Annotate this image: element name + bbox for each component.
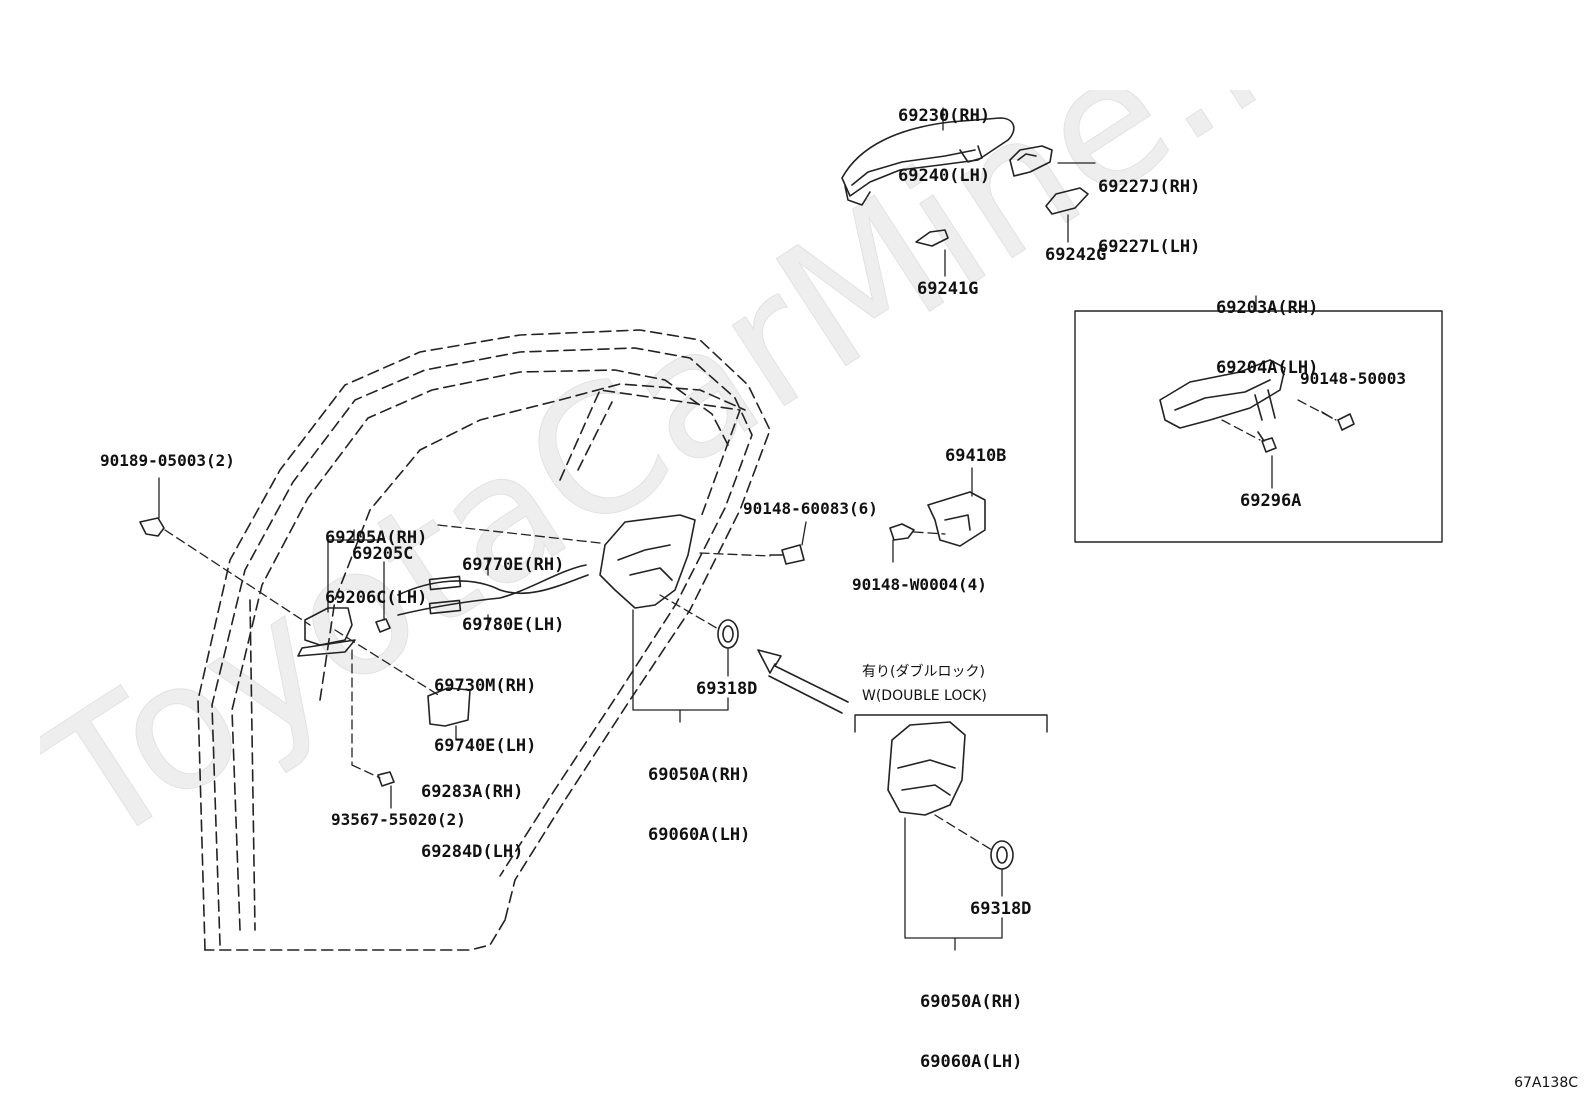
label-lock-assy-b-lh: 69060A(LH) bbox=[920, 1052, 1023, 1072]
cables-drawing bbox=[397, 564, 589, 616]
clip-90189-drawing bbox=[139, 517, 165, 537]
label-bolt-w0004: 90148-W0004(4) bbox=[852, 575, 987, 594]
label-cable-lower-rh: 69730M(RH) bbox=[434, 676, 537, 696]
bolt-w0004-drawing bbox=[889, 523, 915, 541]
striker-drawing bbox=[927, 491, 986, 547]
label-inner-handle-rh: 69205A(RH) bbox=[325, 528, 428, 548]
inner-handle-drawing bbox=[297, 607, 356, 657]
label-lock-assy-b: 69050A(RH) 69060A(LH) bbox=[920, 952, 1022, 1112]
label-bolt-60083: 90148-60083(6) bbox=[743, 499, 878, 518]
label-handle-cap-lh: 69227L(LH) bbox=[1098, 237, 1201, 257]
double-lock-bracket bbox=[854, 714, 1048, 733]
leaders bbox=[158, 107, 1273, 951]
label-inner-handle: 69205A(RH) 69206C(LH) bbox=[325, 488, 427, 648]
label-double-lock-jp: 有り(ダブルロック) bbox=[862, 664, 985, 680]
label-handle-cap: 69227J(RH) 69227L(LH) bbox=[1098, 137, 1200, 297]
label-pad-69242: 69242G bbox=[1045, 245, 1107, 265]
frame-assy-drawing bbox=[1159, 359, 1286, 429]
arrow-drawing bbox=[757, 649, 849, 714]
label-lock-assy-b-rh: 69050A(RH) bbox=[920, 992, 1023, 1012]
diagram-code: 67A138C bbox=[1514, 1075, 1578, 1091]
label-inner-handle-screw: 69205C bbox=[352, 544, 414, 564]
label-screw-50003: 90148-50003 bbox=[1300, 369, 1406, 388]
assembly-lines bbox=[164, 399, 1337, 851]
label-cable-lower-lh: 69740E(LH) bbox=[434, 736, 537, 756]
label-frame-assy-lh: 69204A(LH) bbox=[1216, 358, 1319, 378]
outer-handle-drawing bbox=[841, 117, 1015, 206]
label-screw-93567: 93567-55020(2) bbox=[331, 810, 466, 829]
label-bezel: 69283A(RH) 69284D(LH) bbox=[421, 742, 523, 902]
label-clip-90189: 90189-05003(2) bbox=[100, 451, 235, 470]
frame-assy-box bbox=[1074, 310, 1443, 543]
bolt-60083-drawing bbox=[769, 544, 805, 565]
label-cable-lower: 69730M(RH) 69740E(LH) bbox=[434, 636, 536, 796]
label-bezel-lh: 69284D(LH) bbox=[421, 842, 524, 862]
label-cable-upper-lh: 69780E(LH) bbox=[462, 615, 565, 635]
label-lock-assy-a-lh: 69060A(LH) bbox=[648, 825, 751, 845]
lock-assy-a-drawing bbox=[599, 514, 696, 609]
label-outer-handle: 69230(RH) 69240(LH) bbox=[898, 66, 990, 226]
pad-69242-drawing bbox=[1045, 187, 1089, 215]
label-frame-assy-rh: 69203A(RH) bbox=[1216, 298, 1319, 318]
label-lock-assy-a: 69050A(RH) 69060A(LH) bbox=[648, 725, 750, 885]
label-double-lock-en: W(DOUBLE LOCK) bbox=[862, 688, 987, 704]
label-inner-handle-lh: 69206C(LH) bbox=[325, 588, 428, 608]
door-outline bbox=[197, 329, 771, 951]
screw-69296-drawing bbox=[1257, 431, 1277, 453]
grommet-a-drawing bbox=[717, 619, 739, 649]
label-outer-handle-lh: 69240(LH) bbox=[898, 166, 991, 186]
handle-cap-drawing bbox=[1009, 145, 1053, 177]
label-frame-assy: 69203A(RH) 69204A(LH) bbox=[1216, 258, 1318, 418]
label-outer-handle-rh: 69230(RH) bbox=[898, 106, 991, 126]
pad-69241-drawing bbox=[915, 229, 949, 247]
label-lock-assy-a-rh: 69050A(RH) bbox=[648, 765, 751, 785]
label-cable-upper-rh: 69770E(RH) bbox=[462, 555, 565, 575]
screw-69205c-drawing bbox=[375, 618, 391, 633]
label-cable-upper: 69770E(RH) 69780E(LH) bbox=[462, 515, 564, 675]
label-grommet-b: 69318D bbox=[970, 899, 1032, 919]
bezel-drawing bbox=[427, 687, 471, 727]
label-striker: 69410B bbox=[945, 446, 1007, 466]
label-grommet-a: 69318D bbox=[696, 679, 758, 699]
label-handle-cap-rh: 69227J(RH) bbox=[1098, 177, 1201, 197]
label-pad-69241: 69241G bbox=[917, 279, 979, 299]
lock-assy-b-drawing bbox=[887, 721, 966, 816]
screw-93567-drawing bbox=[377, 771, 395, 787]
label-bezel-rh: 69283A(RH) bbox=[421, 782, 524, 802]
label-screw-69296: 69296A bbox=[1240, 491, 1302, 511]
grommet-b-drawing bbox=[990, 840, 1014, 870]
